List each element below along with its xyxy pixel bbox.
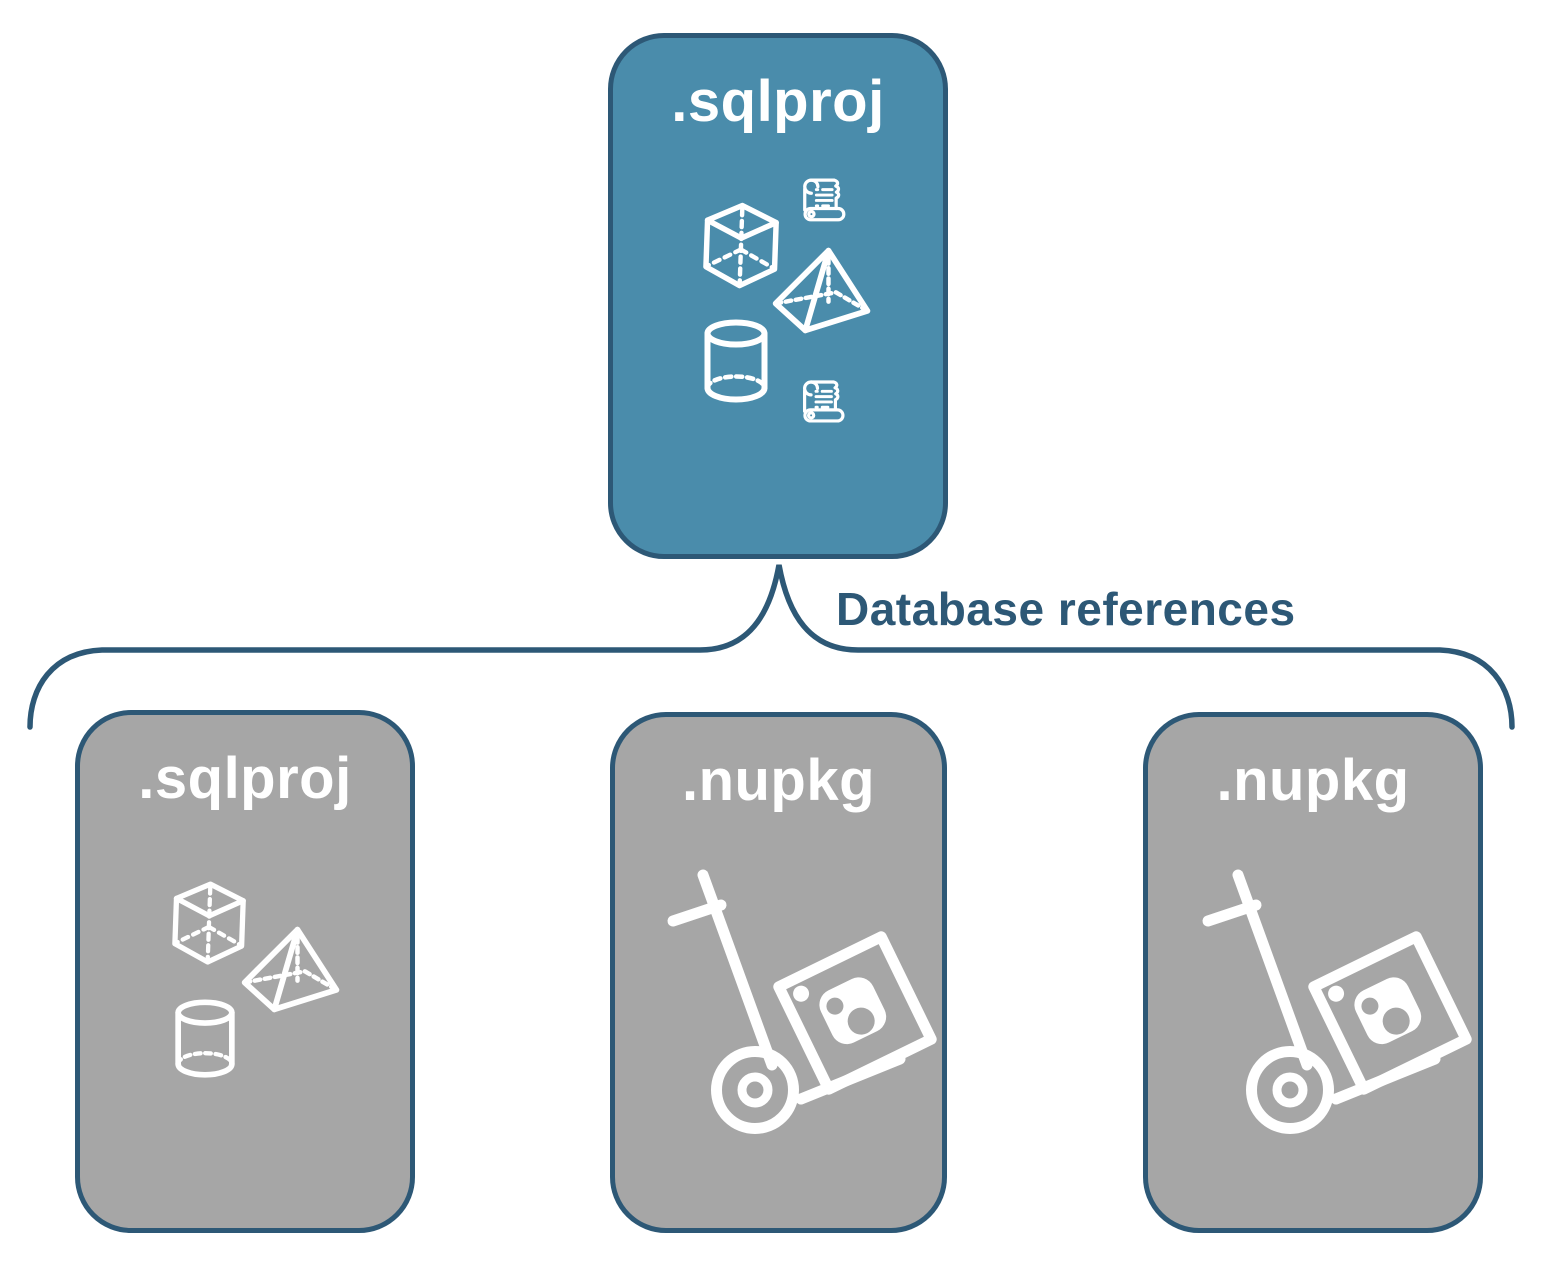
scroll-icon (797, 172, 851, 228)
connector-label: Database references (836, 583, 1296, 635)
card-child-sqlproj-title: .sqlproj (138, 746, 352, 811)
card-child-nupkg-1: .nupkg (610, 712, 947, 1233)
card-child-nupkg-1-title: .nupkg (681, 748, 876, 813)
package-handtruck-icon (653, 863, 948, 1138)
card-child-nupkg-2: .nupkg (1143, 712, 1483, 1233)
pyramid-icon (771, 246, 873, 335)
card-child-sqlproj: .sqlproj (75, 710, 415, 1233)
pyramid-icon (240, 925, 342, 1014)
package-handtruck-icon (1188, 863, 1483, 1138)
brace-connector (27, 564, 1515, 730)
cylinder-icon (172, 999, 238, 1080)
scroll-icon (797, 374, 850, 429)
card-child-nupkg-2-title: .nupkg (1216, 748, 1410, 813)
card-root-title: .sqlproj (671, 69, 885, 134)
cylinder-icon (701, 319, 771, 405)
card-root-sqlproj: .sqlproj (608, 33, 948, 559)
